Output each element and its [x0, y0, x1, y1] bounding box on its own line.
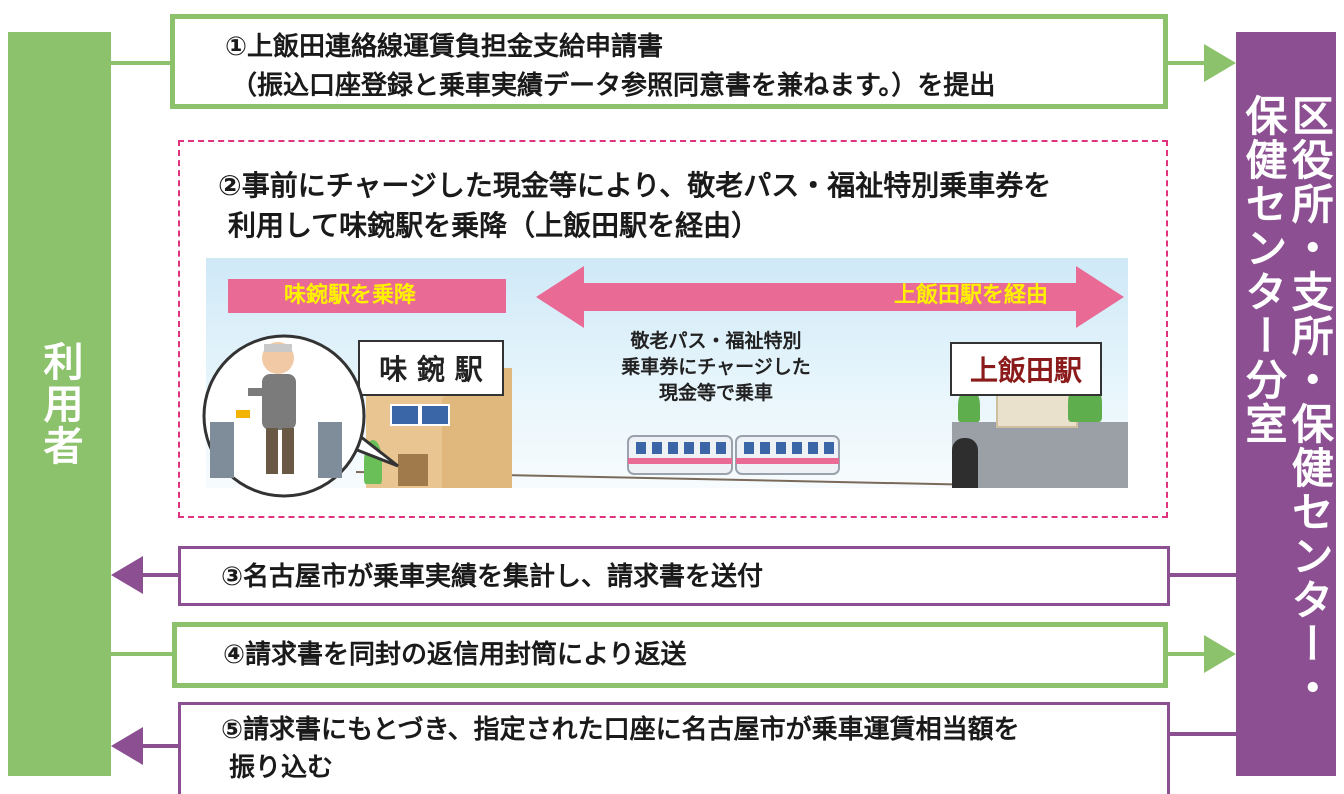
train-icon [627, 435, 840, 475]
step1-line2: （振込口座登録と乗車実績データ参照同意書を兼ねます。）を提出 [231, 71, 996, 101]
station-door [398, 454, 428, 486]
step5-connector-left [140, 744, 180, 748]
step5-line1: ⑤請求書にもとづき、指定された口座に名古屋市が乗車運賃相当額を [221, 715, 1020, 745]
ajima-station-sign: 味 鋺 駅 [358, 340, 504, 396]
ride-bar [228, 279, 506, 313]
ride-description-line1: 敬老パス・福祉特別 [630, 330, 802, 352]
step4-box: ④請求書を同封の返信用封筒により返送 [172, 622, 1168, 688]
step1-line1: ①上飯田連絡線運賃負担金支給申請書 [225, 32, 664, 62]
step2-line1: ②事前にチャージした現金等により、敬老パス・福祉特別乗車券を [218, 169, 1052, 202]
ride-description: 敬老パス・福祉特別 乗車券にチャージした 現金等で乗車 [596, 328, 836, 406]
ward-office-column: 区役所・支所・保健センター・保健センター分室 [1236, 32, 1336, 776]
step4-line1: ④請求書を同封の返信用封筒により返送 [223, 640, 687, 670]
tunnel-entrance [952, 438, 978, 488]
step5-arrowhead [111, 727, 143, 765]
step4-connector-right [1168, 652, 1206, 656]
tree-right-1 [958, 388, 980, 422]
step3-connector-right [1170, 573, 1236, 577]
step4-arrowhead [1204, 635, 1236, 673]
station-window-2 [420, 404, 450, 426]
passenger-at-gate-icon [202, 334, 399, 498]
ride-description-line2: 乗車券にチャージした [621, 356, 811, 378]
step3-line1: ③名古屋市が乗車実績を集計し、請求書を送付 [221, 562, 764, 592]
step1-arrowhead [1204, 44, 1236, 82]
step1-connector-right [1168, 61, 1206, 65]
step5-line2: 振り込む [229, 753, 334, 783]
ward-office-label: 区役所・支所・保健センター・保健センター分室 [1239, 94, 1335, 710]
step1-connector-left [111, 61, 181, 65]
step2-line2: 利用して味鋺駅を乗降（上飯田駅を経由） [228, 209, 760, 242]
ride-description-line3: 現金等で乗車 [658, 382, 773, 404]
step5-box: ⑤請求書にもとづき、指定された口座に名古屋市が乗車運賃相当額を 振り込む [178, 702, 1170, 794]
step3-arrowhead [111, 556, 143, 594]
step5-connector-right [1170, 732, 1236, 736]
step3-connector-left [140, 573, 180, 577]
ride-bar-label: 味鋺駅を乗降 [284, 283, 417, 308]
user-column: 利用者 [8, 32, 111, 776]
transfer-double-arrow [536, 266, 1124, 328]
user-label: 利用者 [36, 341, 83, 467]
step1-box: ①上飯田連絡線運賃負担金支給申請書 （振込口座登録と乗車実績データ参照同意書を兼… [170, 14, 1168, 109]
station-roof [442, 368, 512, 488]
route-illustration: 味鋺駅を乗降 上飯田駅を経由 味 鋺 駅 敬老パス・福祉特別 乗車券にチャージし… [206, 258, 1128, 488]
passenger-illustration [192, 330, 402, 498]
transfer-arrow-label: 上飯田駅を経由 [894, 283, 1049, 308]
station-window-1 [390, 404, 420, 426]
step4-connector-left [111, 652, 181, 656]
kamiiida-station-wall [952, 422, 1128, 488]
kamiiida-station-sign: 上飯田駅 [950, 342, 1102, 396]
step3-box: ③名古屋市が乗車実績を集計し、請求書を送付 [178, 546, 1170, 606]
